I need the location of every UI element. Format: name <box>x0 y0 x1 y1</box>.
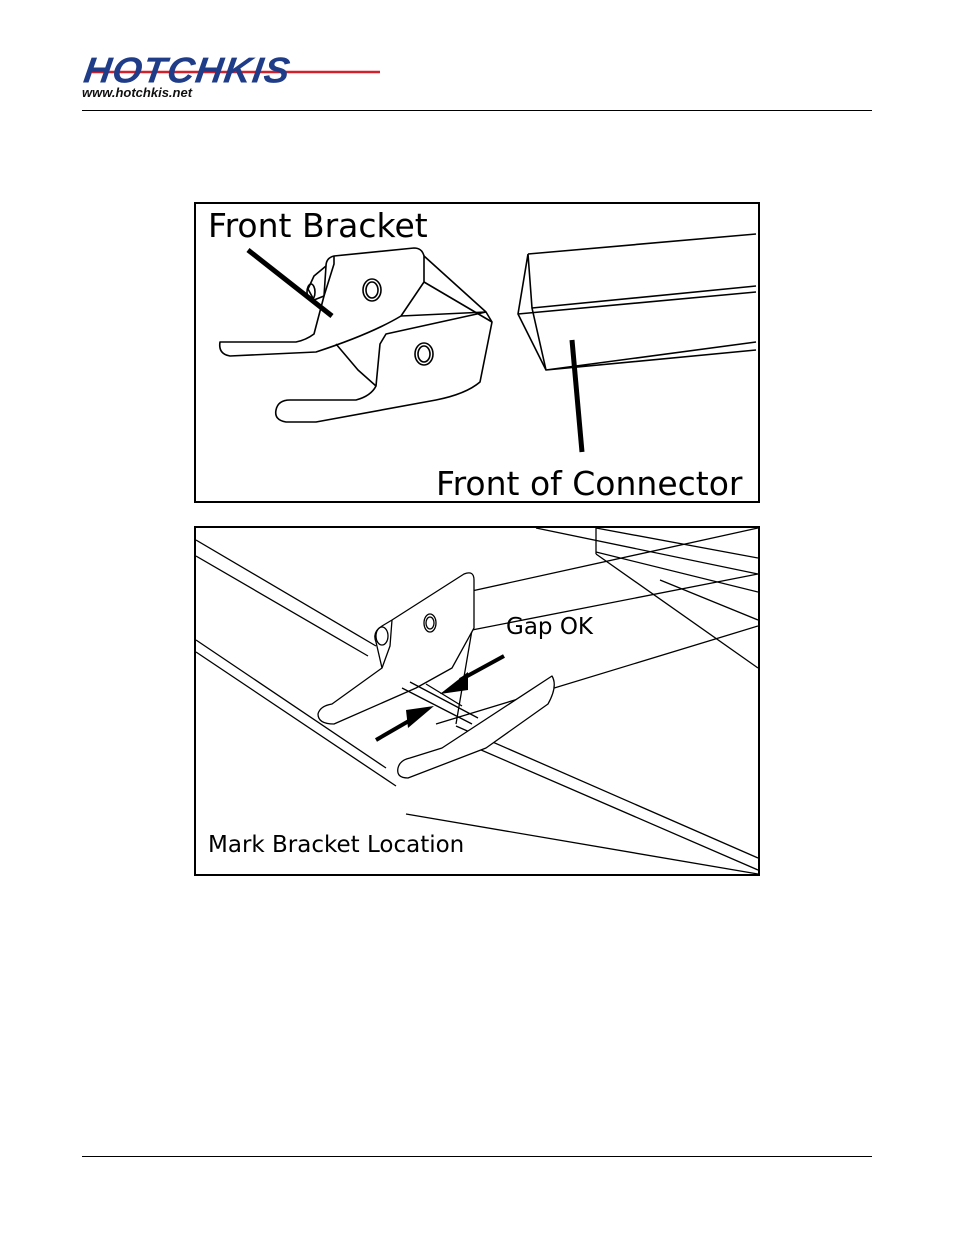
logo-wordmark: HOTCHKIS <box>81 53 293 89</box>
label-mark-bracket-location: Mark Bracket Location <box>208 832 464 858</box>
label-gap-ok: Gap OK <box>506 614 593 640</box>
label-front-bracket: Front Bracket <box>208 206 428 245</box>
header-divider <box>82 110 872 111</box>
figure-front-bracket: Front Bracket Front of Connector <box>194 202 760 503</box>
hotchkis-logo: HOTCHKIS www.hotchkis.net <box>82 52 382 102</box>
figure-mark-bracket-location: Gap OK Mark Bracket Location <box>194 526 760 876</box>
bracket-installed-drawing <box>196 528 758 874</box>
bracket-connector-drawing <box>196 204 758 501</box>
label-front-of-connector: Front of Connector <box>436 464 742 503</box>
footer-divider <box>82 1156 872 1157</box>
website-url: www.hotchkis.net <box>82 85 192 100</box>
